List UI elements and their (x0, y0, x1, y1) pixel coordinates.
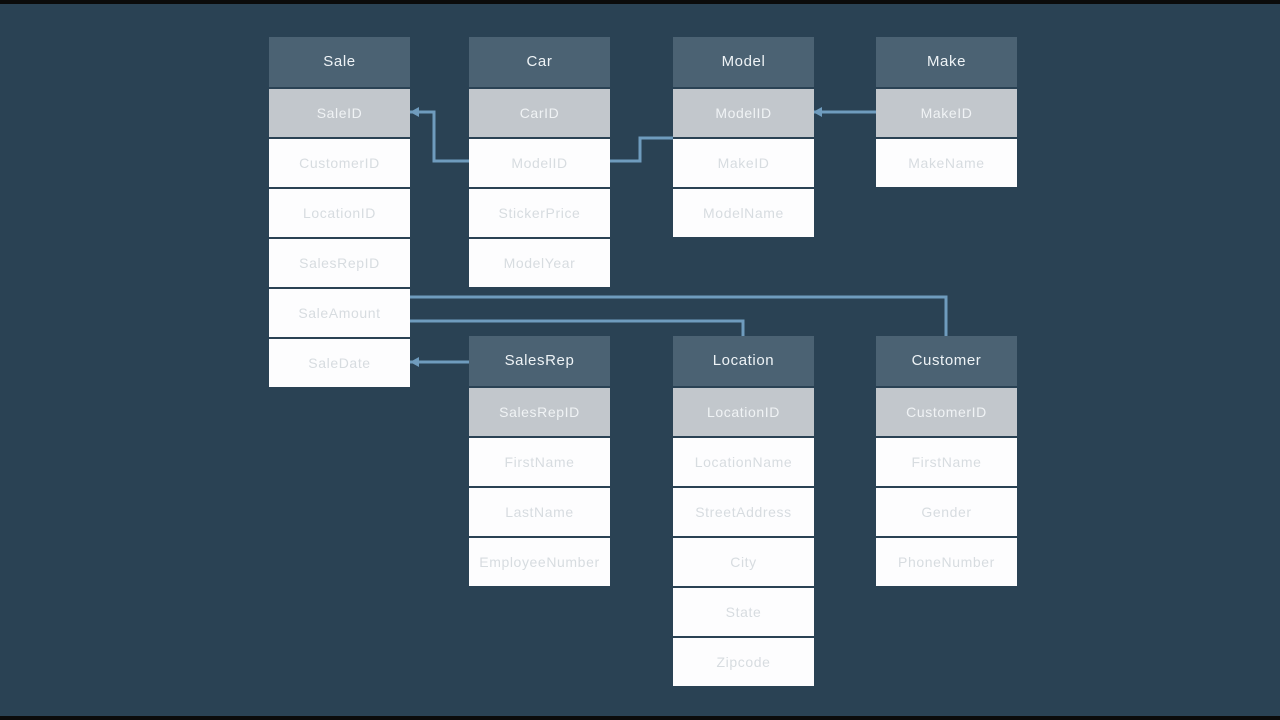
field-row-customer[interactable]: Gender (876, 488, 1017, 536)
field-row-customer[interactable]: FirstName (876, 438, 1017, 486)
key-field-row-make[interactable]: MakeID (876, 89, 1017, 137)
field-row-model[interactable]: MakeID (673, 139, 814, 187)
field-row-sale[interactable]: SaleDate (269, 339, 410, 387)
field-row-car[interactable]: ModelYear (469, 239, 610, 287)
field-row-location[interactable]: City (673, 538, 814, 586)
arrowhead-icon-model-make (813, 107, 822, 117)
field-row-sale[interactable]: LocationID (269, 189, 410, 237)
relationship-line-sale-car (410, 110, 469, 163)
field-row-sale[interactable]: SaleAmount (269, 289, 410, 337)
field-row-location[interactable]: Zipcode (673, 638, 814, 686)
letterbox-bar-bottom (0, 716, 1280, 720)
table-header-make[interactable]: Make (876, 37, 1017, 87)
field-row-car[interactable]: StickerPrice (469, 189, 610, 237)
field-row-sale[interactable]: SalesRepID (269, 239, 410, 287)
key-field-row-model[interactable]: ModelID (673, 89, 814, 137)
key-field-row-sale[interactable]: SaleID (269, 89, 410, 137)
field-row-make[interactable]: MakeName (876, 139, 1017, 187)
table-header-sale[interactable]: Sale (269, 37, 410, 87)
field-row-customer[interactable]: PhoneNumber (876, 538, 1017, 586)
arrowhead-icon-sale-salesrep (410, 357, 419, 367)
field-row-salesrep[interactable]: EmployeeNumber (469, 538, 610, 586)
relationship-line-car-model (610, 136, 673, 163)
key-field-row-location[interactable]: LocationID (673, 388, 814, 436)
field-row-location[interactable]: State (673, 588, 814, 636)
table-header-location[interactable]: Location (673, 336, 814, 386)
table-header-customer[interactable]: Customer (876, 336, 1017, 386)
arrowhead-icon-sale-car (410, 107, 419, 117)
key-field-row-customer[interactable]: CustomerID (876, 388, 1017, 436)
key-field-row-salesrep[interactable]: SalesRepID (469, 388, 610, 436)
field-row-location[interactable]: LocationName (673, 438, 814, 486)
table-header-car[interactable]: Car (469, 37, 610, 87)
field-row-location[interactable]: StreetAddress (673, 488, 814, 536)
field-row-sale[interactable]: CustomerID (269, 139, 410, 187)
field-row-salesrep[interactable]: FirstName (469, 438, 610, 486)
table-header-salesrep[interactable]: SalesRep (469, 336, 610, 386)
field-row-model[interactable]: ModelName (673, 189, 814, 237)
table-header-model[interactable]: Model (673, 37, 814, 87)
field-row-car[interactable]: ModelID (469, 139, 610, 187)
letterbox-bar-top (0, 0, 1280, 4)
field-row-salesrep[interactable]: LastName (469, 488, 610, 536)
relationship-line-sale-customer (410, 295, 948, 336)
relationship-line-sale-location (410, 319, 745, 336)
key-field-row-car[interactable]: CarID (469, 89, 610, 137)
